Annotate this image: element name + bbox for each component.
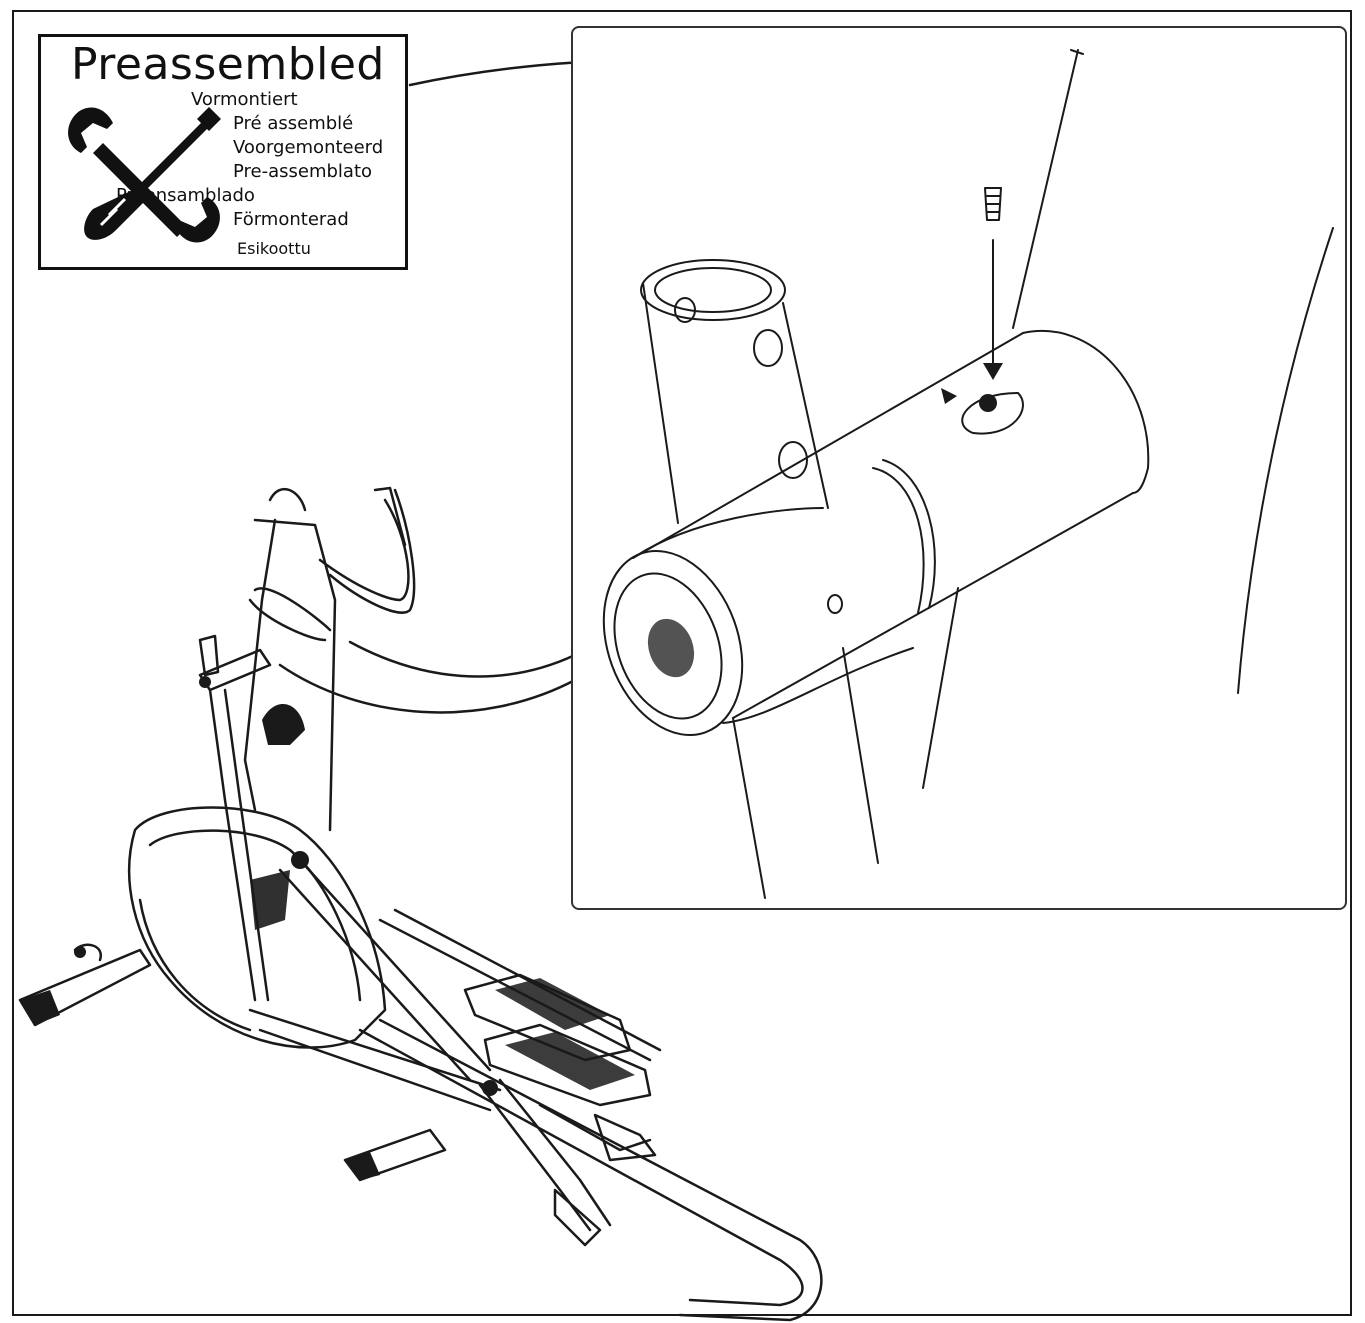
- wrench-screwdriver-icon: [68, 107, 221, 243]
- label-title: Preassembled: [71, 39, 385, 90]
- translation-nl: Voorgemonteerd: [233, 137, 384, 158]
- translation-fr: Pré assemblé: [233, 113, 354, 134]
- detail-illustration: [602, 49, 1334, 899]
- preassembled-label: Preassembled Vormontiert Pré assemblé Vo…: [38, 34, 408, 270]
- translation-it: Pre-assemblato: [233, 161, 373, 182]
- translation-es: Preensamblado: [116, 185, 255, 206]
- translation-sv: Förmonterad: [233, 209, 349, 230]
- translation-de: Vormontiert: [191, 89, 298, 110]
- leader-arrow-upper: [348, 640, 577, 678]
- detail-inset: [571, 26, 1347, 910]
- translation-fi: Esikoottu: [237, 239, 311, 258]
- leader-arrow-lower: [278, 663, 577, 714]
